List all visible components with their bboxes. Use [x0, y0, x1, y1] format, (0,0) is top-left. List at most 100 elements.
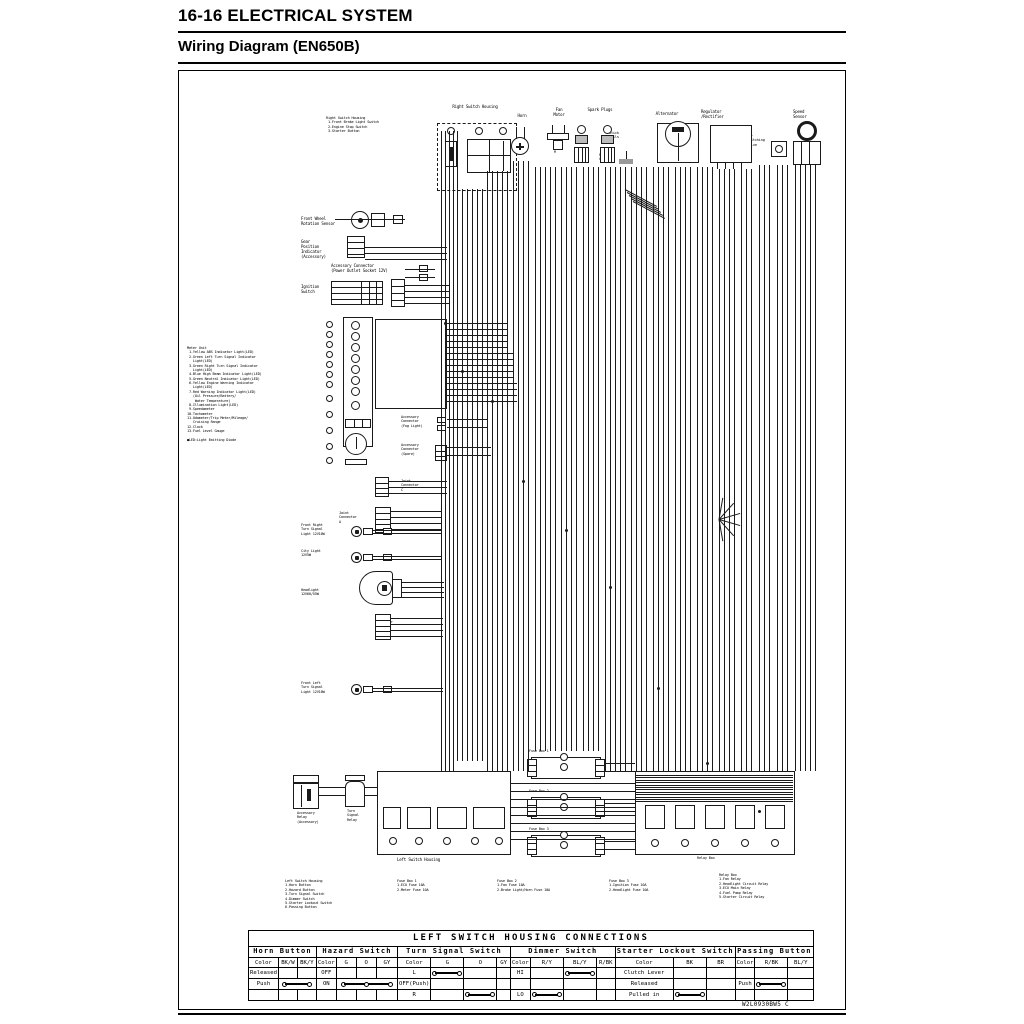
harness-horizontal-1: [365, 247, 447, 248]
table-cell-2-2-1: [463, 988, 498, 1001]
page-bottom-rule: [178, 1013, 846, 1015]
table-cell-2-1-1: [463, 978, 498, 990]
led-7: [351, 387, 360, 396]
table-group-0: Horn Button: [248, 945, 317, 959]
label-turn-signal-relay: Turn Signal Relay: [347, 809, 359, 822]
label-front-right-turn-signal: Front Right Turn Signal Light 12V10W: [301, 523, 325, 536]
sc1-a: [578, 147, 579, 163]
relay-2: [675, 805, 695, 829]
harness-horizontal-45: [391, 630, 443, 631]
harness-horizontal-46: [391, 636, 443, 637]
meter-needle: [356, 437, 357, 449]
harness-horizontal-64: [319, 795, 345, 796]
harness-horizontal-8: [405, 297, 449, 298]
flts-conn: [363, 686, 373, 693]
table-row-label-5-1: Push: [734, 978, 756, 990]
harness-horizontal-42: [402, 597, 444, 598]
turn-signal-relay-cap: [345, 775, 365, 781]
meter-pin-3: [326, 341, 333, 348]
rsh-pin-1: [447, 127, 455, 135]
led-4: [351, 354, 360, 363]
harness-horizontal-31: [391, 511, 441, 512]
harness-vertical-45: [675, 167, 676, 771]
table-group-1: Hazard Switch: [315, 945, 399, 959]
harness-vertical-70: [815, 165, 816, 771]
harness-vertical-25: [566, 167, 567, 751]
table-cell-3-2-0: [529, 988, 564, 1001]
table-color-5-2: BL/Y: [787, 957, 814, 969]
harness-junction-7: [705, 761, 709, 765]
harness-vertical-28: [583, 167, 584, 751]
harness-vertical-21: [545, 167, 546, 751]
harness-junction-4: [564, 528, 568, 532]
table-row-label-3-0: HI: [509, 967, 531, 980]
meter-display-div2: [362, 419, 363, 428]
legend-fuse-box-2: Fuse Box 2 1.Fan Fuse 10A 2.Brake Light/…: [497, 879, 551, 892]
accessory-relay-cap: [293, 775, 319, 783]
harness-vertical-15: [513, 161, 514, 771]
harness-horizontal-18: [447, 371, 513, 372]
table-color-2-3: GY: [496, 957, 511, 969]
city-light-conn: [363, 554, 373, 561]
meter-pin-9: [326, 411, 333, 418]
alternator-lead: [678, 133, 679, 161]
harness-junction-0: [443, 321, 447, 325]
harness-vertical-44: [668, 167, 669, 771]
label-left-switch-housing: Left Switch Housing: [397, 857, 441, 862]
regulator-body: [710, 125, 752, 163]
sc2-b: [608, 147, 609, 163]
harness-vertical-35: [620, 167, 621, 771]
fuse-box-3-conn-r: [595, 837, 605, 855]
harness-vertical-63: [777, 165, 778, 771]
table-cell-2-2-0: [430, 988, 465, 1001]
fuse-1-1: [560, 753, 568, 761]
asv-coil: [775, 145, 783, 153]
table-cell-3-0-2: [595, 967, 616, 980]
harness-vertical-36: [625, 167, 626, 771]
harness-vertical-69: [810, 165, 811, 771]
legend-relay-box: Relay Box 1.Fan Relay 2.Headlight Circui…: [719, 873, 769, 899]
harness-horizontal-66: [365, 795, 377, 796]
harness-horizontal-16: [447, 359, 513, 360]
front-right-turn-signal-bulb: [351, 526, 362, 537]
harness-vertical-17: [523, 161, 524, 771]
acc-relay-coil: [307, 789, 311, 801]
harness-horizontal-35: [373, 530, 441, 531]
accessory-relay-body: [293, 783, 319, 809]
table-cell-3-1-0: [529, 978, 564, 990]
harness-vertical-54: [724, 169, 725, 771]
harness-vertical-23: [555, 167, 556, 751]
relay-4: [735, 805, 755, 829]
label-fuse-box-1: Fuse Box 1: [529, 749, 549, 753]
spark-plug-1-top: [577, 125, 586, 134]
table-color-3-1: R/Y: [529, 957, 564, 969]
harness-vertical-10: [487, 171, 488, 771]
relay-num-4: [741, 839, 749, 847]
harness-vertical-5: [462, 189, 463, 761]
table-cell-2-0-1: [463, 967, 498, 980]
table-group-2: Turn Signal Switch: [397, 945, 511, 959]
table-cell-2-1-2: [496, 978, 511, 990]
legend-left-switch-housing: Left Switch Housing 1.Horn Button 2.Haza…: [285, 879, 333, 910]
harness-vertical-19: [535, 167, 536, 751]
harness-horizontal-15: [447, 353, 513, 354]
harness-vertical-7: [472, 189, 473, 761]
relay-bus-2: [635, 779, 793, 781]
gear-position-connector: [347, 236, 365, 258]
relay-bus-10: [635, 799, 793, 800]
harness-vertical-66: [795, 165, 796, 771]
meter-pin-4: [326, 351, 333, 358]
harness-vertical-3: [453, 131, 454, 771]
esb-divider2: [467, 155, 511, 156]
lsh-num-1: [389, 837, 397, 845]
sc2-a: [604, 147, 605, 163]
label-gear-position-indicator: Gear Position Indicator (Accessory): [301, 239, 326, 259]
table-row-label-1-1: ON: [315, 978, 337, 990]
relay-bus-5: [635, 787, 793, 788]
harness-horizontal-24: [447, 419, 487, 420]
table-color-1-1: G: [335, 957, 357, 969]
continuity-bar-1-1: [335, 978, 399, 990]
lsh-num-5: [495, 837, 503, 845]
relay-1: [645, 805, 665, 829]
lsh-num-4: [471, 837, 479, 845]
